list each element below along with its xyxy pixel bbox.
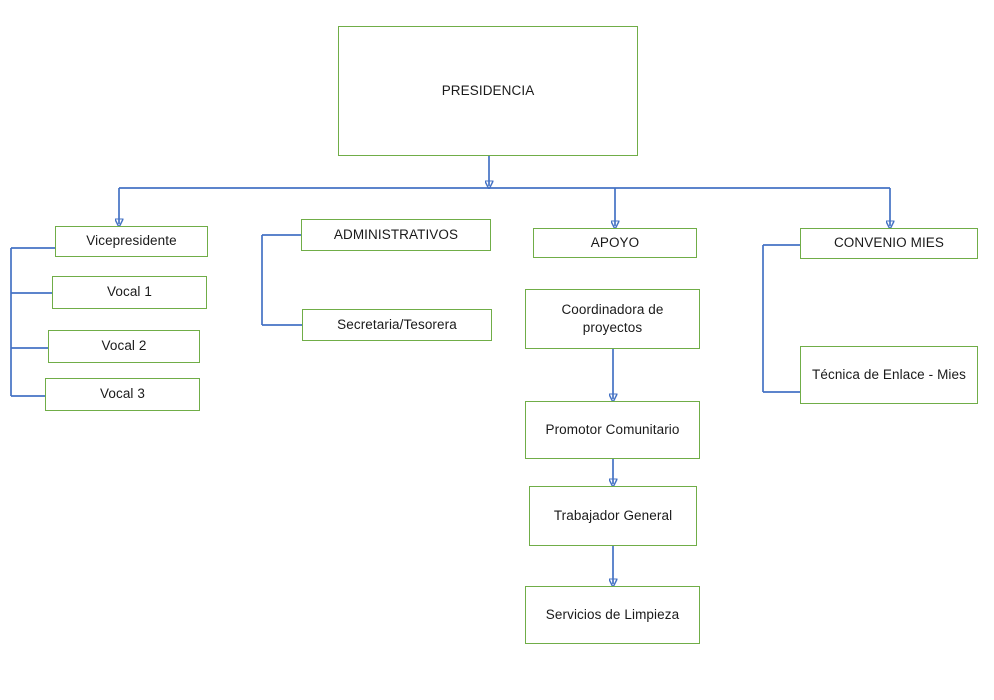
node-vocal-1[interactable]: Vocal 1 (52, 276, 207, 309)
node-convenio-mies[interactable]: CONVENIO MIES (800, 228, 978, 259)
node-tecnica-de-enlace-mies[interactable]: Técnica de Enlace - Mies (800, 346, 978, 404)
node-servicios-de-limpieza[interactable]: Servicios de Limpieza (525, 586, 700, 644)
node-vocal-3[interactable]: Vocal 3 (45, 378, 200, 411)
node-label: Técnica de Enlace - Mies (812, 366, 966, 382)
node-label: ADMINISTRATIVOS (333, 226, 459, 242)
node-promotor-comunitario[interactable]: Promotor Comunitario (525, 401, 700, 459)
node-label: Vocal 2 (101, 338, 147, 354)
node-trabajador-general[interactable]: Trabajador General (529, 486, 697, 546)
node-coordinadora-de-proyectos[interactable]: Coordinadora de proyectos (525, 289, 700, 349)
node-label: PRESIDENCIA (441, 82, 535, 98)
node-label: Servicios de Limpieza (545, 606, 680, 622)
node-label: Vicepresidente (86, 233, 177, 249)
node-vocal-2[interactable]: Vocal 2 (48, 330, 200, 363)
node-label: Vocal 3 (100, 386, 145, 402)
node-secretaria-tesorera[interactable]: Secretaria/Tesorera (302, 309, 492, 341)
node-label: Promotor Comunitario (545, 421, 680, 437)
node-presidencia[interactable]: PRESIDENCIA (338, 26, 638, 156)
node-administrativos[interactable]: ADMINISTRATIVOS (301, 219, 491, 251)
node-label: APOYO (590, 234, 640, 250)
node-label: Coordinadora de proyectos (561, 301, 664, 335)
node-vicepresidente[interactable]: Vicepresidente (55, 226, 208, 257)
node-label: Secretaria/Tesorera (337, 316, 457, 332)
node-apoyo[interactable]: APOYO (533, 228, 697, 258)
node-label: CONVENIO MIES (833, 235, 945, 251)
node-label: Vocal 1 (107, 284, 152, 300)
node-label: Trabajador General (553, 507, 673, 523)
